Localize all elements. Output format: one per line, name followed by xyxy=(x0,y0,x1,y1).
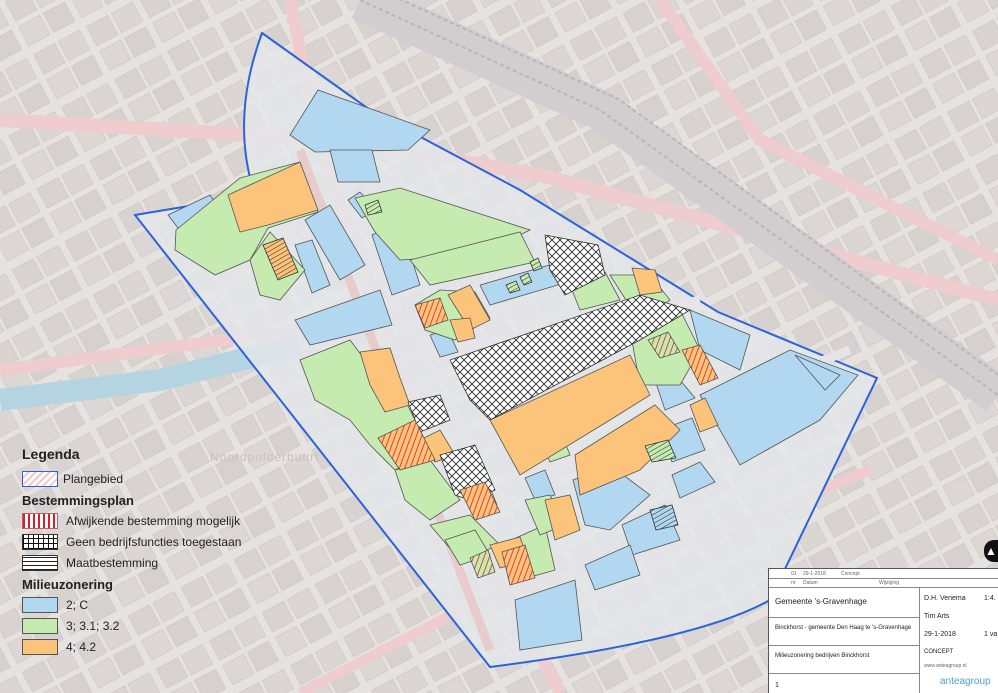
rev-b-desc: Wijziging xyxy=(879,580,900,586)
street-label-noordpolderbuurt: Noordpolderbuurt xyxy=(210,450,320,464)
revision-row-b: nr Datum Wijziging xyxy=(769,578,998,588)
north-arrow-icon: ▲ xyxy=(984,540,998,562)
project-name: Binckhorst - gemeente Den Haag te 's-Gra… xyxy=(775,625,912,631)
company-logo: anteagroup xyxy=(940,676,991,687)
plangebied-label: Plangebied xyxy=(63,471,124,486)
drawing-format: 1 va xyxy=(984,631,998,638)
client-name: Gemeente 's-Gravenhage xyxy=(775,597,867,606)
checked-by: Tim Arts xyxy=(924,613,950,620)
legend-row-geen: Geen bedrijfsfuncties toegestaan xyxy=(22,531,292,552)
legend-title: Legenda xyxy=(22,446,80,462)
geen-swatch xyxy=(22,533,58,550)
map-legend: Legenda Plangebied Bestemmingsplan Afwij… xyxy=(22,446,292,657)
afwijkende-swatch xyxy=(22,512,58,529)
legend-heading-milieuzonering: Milieuzonering xyxy=(22,577,113,592)
drawing-subject: Milieuzonering bedrijven Binckhorst xyxy=(775,653,870,659)
maat-label: Maatbestemming xyxy=(66,555,159,570)
drawn-by: D.H. Venema xyxy=(924,595,966,602)
rev-b-date: Datum xyxy=(803,580,818,586)
zone-green-label: 3; 3.1; 3.2 xyxy=(66,618,120,633)
rev-a-date: 29-1-2018 xyxy=(803,571,826,577)
legend-row-zone-green: 3; 3.1; 3.2 xyxy=(22,615,292,636)
road-east xyxy=(655,0,998,266)
rev-b-code: nr xyxy=(791,580,796,586)
zone-blue-parcels xyxy=(167,89,859,651)
legend-row-zone-blue: 2; C xyxy=(22,594,292,615)
revision-row-a: 01 29-1-2018 Concept xyxy=(769,569,998,579)
geen-label: Geen bedrijfsfuncties toegestaan xyxy=(66,534,242,549)
maat-swatch xyxy=(22,554,58,571)
afwijkende-label: Afwijkende bestemming mogelijk xyxy=(66,513,241,528)
scale: 1:4. xyxy=(984,595,996,602)
sheet-number: 1 xyxy=(775,682,779,689)
zone-green-swatch xyxy=(22,617,58,634)
rev-a-status: Concept xyxy=(841,571,860,577)
zone-deviating xyxy=(377,297,719,586)
legend-row-zone-orange: 4; 4.2 xyxy=(22,636,292,657)
zone-orange-label: 4; 4.2 xyxy=(66,639,97,654)
zone-blue-swatch xyxy=(22,596,58,613)
zone-orange-swatch xyxy=(22,638,58,655)
drawing-status: CONCEPT xyxy=(924,649,954,655)
zone-blue-label: 2; C xyxy=(66,597,89,612)
plangebied-swatch xyxy=(22,470,58,487)
title-block: 01 29-1-2018 Concept nr Datum Wijziging … xyxy=(768,568,998,693)
zone-maatbestemming xyxy=(262,199,679,531)
zone-orange-parcels xyxy=(227,161,719,569)
zone-no-business xyxy=(407,234,691,501)
title-left-column: Gemeente 's-Gravenhage Binckhorst - geme… xyxy=(769,587,920,693)
rev-a-code: 01 xyxy=(791,571,797,577)
legend-row-maat: Maatbestemming xyxy=(22,552,292,573)
legend-row-afwijkende: Afwijkende bestemming mogelijk xyxy=(22,510,292,531)
company-website: www.anteagroup.nl xyxy=(924,663,967,669)
legend-row-plangebied: Plangebied xyxy=(22,468,292,489)
drawing-date: 29-1-2018 xyxy=(924,631,956,638)
legend-heading-bestemmingsplan: Bestemmingsplan xyxy=(22,493,134,508)
title-right-column: D.H. Venema 1:4. Tim Arts 29-1-2018 1 va… xyxy=(920,587,998,693)
